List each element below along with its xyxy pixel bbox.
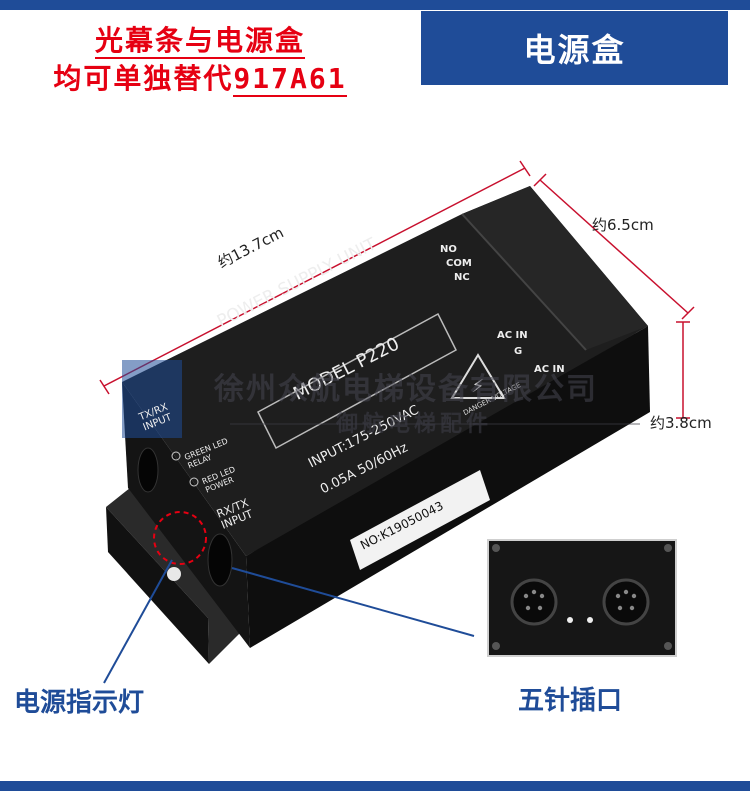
terminal-label-ac-in-1: AC IN [497,330,528,341]
terminal-label-no: NO [440,244,457,255]
led-highlight-circle [153,511,207,565]
dimension-line-length [99,160,531,395]
bottom-accent-bar [0,781,750,791]
watermark-sub: 御航电梯配件 [336,412,493,437]
watermark-logo [122,360,182,438]
top-accent-bar [0,0,750,10]
terminal-label-com: COM [446,258,472,269]
callout-line-right [231,567,475,637]
watermark-company: 徐州众航电梯设备有限公司 [214,372,598,407]
callout-five-pin-socket: 五针插口 [518,686,623,716]
dimension-line-width [533,173,695,320]
svg-text:⚡: ⚡ [472,376,485,397]
model-code: 917A61 [233,62,347,97]
headline-line-2: 均可单独替代917A61 [53,62,347,97]
headline-line-1: 光幕条与电源盒 [94,24,305,59]
connector-inset-photo [487,539,677,657]
power-supply-box: ⚡ [122,186,650,648]
terminal-label-g: G [514,346,523,357]
terminal-label-nc: NC [454,272,470,283]
dimension-line-height [676,321,690,419]
dimension-label-width: 约6.5cm [592,216,654,234]
terminal-label-ac-in-2: AC IN [534,364,565,375]
dimension-label-height: 约3.8cm [650,414,712,432]
product-title-box: 电源盒 [421,11,728,85]
callout-line-left [103,559,173,684]
callout-power-indicator: 电源指示灯 [14,688,145,718]
